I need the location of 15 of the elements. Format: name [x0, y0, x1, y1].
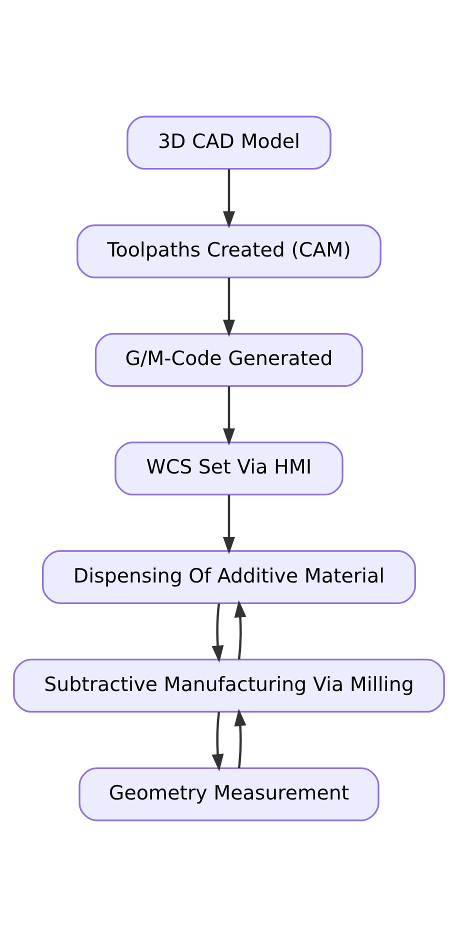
arrow: [222, 278, 236, 338]
node-box: Dispensing Of Additive Material: [42, 550, 416, 604]
node-box: Subtractive Manufacturing Via Milling: [13, 658, 445, 713]
arrow: [212, 712, 224, 772]
node-box: G/M-Code Generated: [94, 332, 364, 387]
arrow: [234, 600, 246, 660]
arrow: [234, 708, 246, 768]
arrow: [222, 169, 236, 228]
node-box: WCS Set Via HMI: [114, 442, 344, 496]
arrow: [222, 494, 236, 554]
node-box: Toolpaths Created (CAM): [76, 224, 382, 278]
arrow: [222, 386, 236, 446]
node-box: Geometry Measurement: [78, 767, 380, 822]
arrow: [212, 603, 224, 663]
node-box: 3D CAD Model: [126, 116, 332, 170]
